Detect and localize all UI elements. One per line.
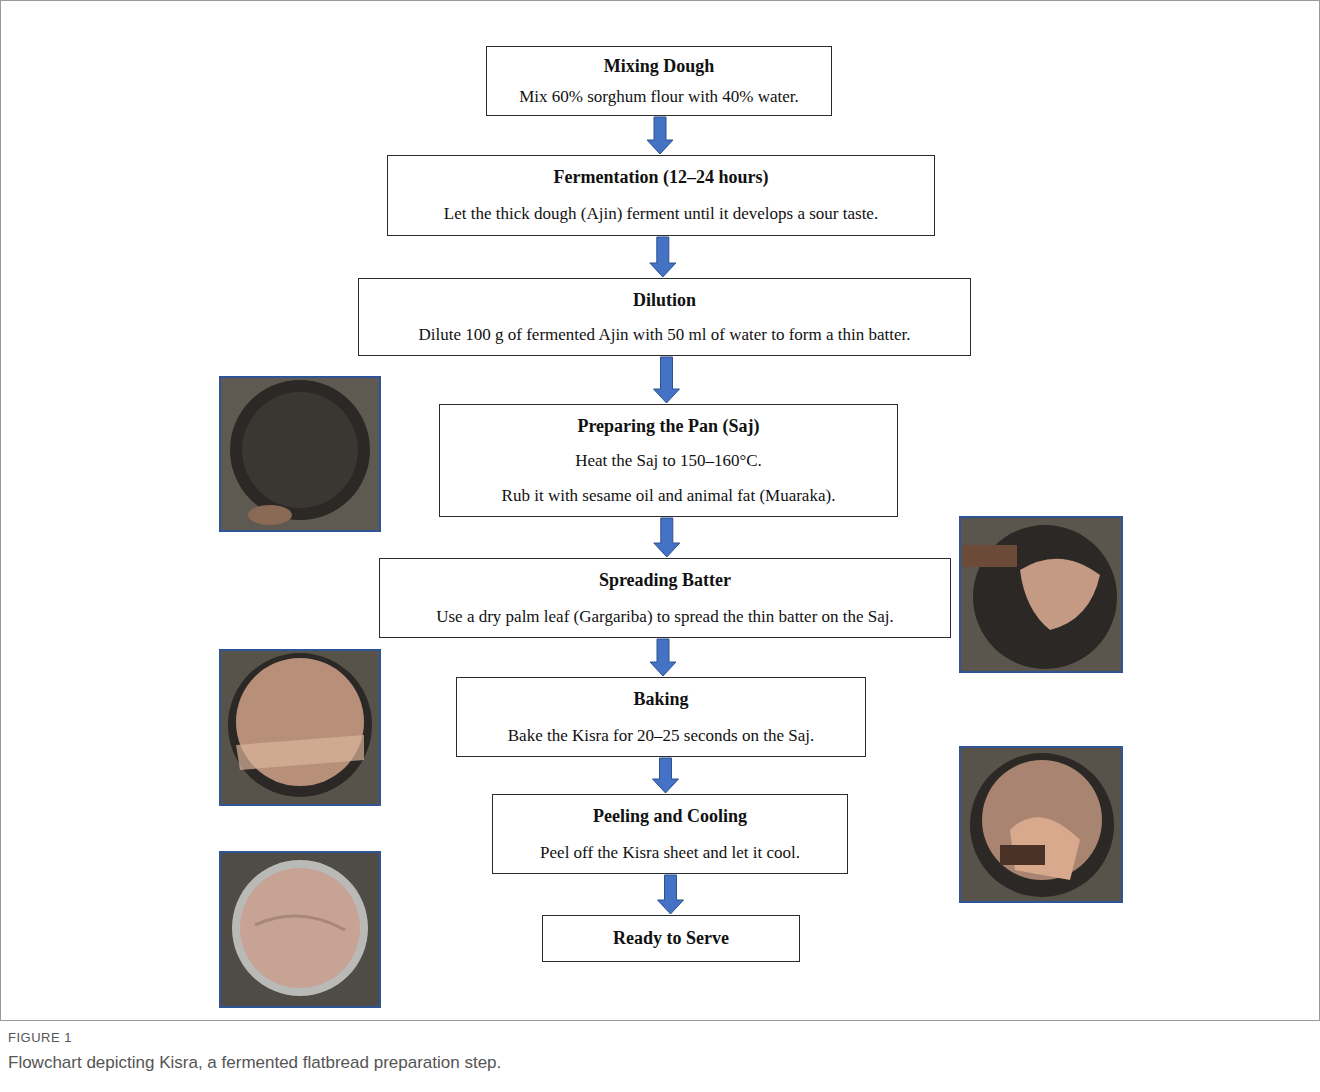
step-title: Fermentation (12–24 hours) [554,166,769,189]
flow-arrow [647,117,673,154]
flow-arrow [650,639,676,676]
step-title: Baking [633,688,688,711]
process-box: Preparing the Pan (Saj) Heat the Saj to 1… [439,404,898,517]
flow-arrow [650,237,676,277]
step-description: Bake the Kisra for 20–25 seconds on the … [508,725,814,746]
step-title: Mixing Dough [604,55,715,78]
step-description: Rub it with sesame oil and animal fat (M… [502,485,836,506]
step-description: Mix 60% sorghum flour with 40% water. [519,86,799,107]
process-box: BakingBake the Kisra for 20–25 seconds o… [456,677,866,757]
step-title: Ready to Serve [613,927,729,950]
step-description: Let the thick dough (Ajin) ferment until… [444,203,878,224]
step-description: Peel off the Kisra sheet and let it cool… [540,842,800,863]
flow-arrow [654,518,680,557]
process-box: Fermentation (12–24 hours) Let the thick … [387,155,935,236]
figure-frame [1,1,1320,1021]
figure-number: FIGURE 1 [8,1030,72,1045]
process-box: Ready to Serve [542,915,800,962]
process-box: Mixing DoughMix 60% sorghum flour with 4… [486,46,832,116]
step-title: Peeling and Cooling [593,805,747,828]
step-title: Preparing the Pan (Saj) [577,415,759,438]
peeling-photo [960,747,1122,902]
step-description: Heat the Saj to 150–160°C. [575,450,762,471]
served-photo [220,852,380,1007]
step-description: Use a dry palm leaf (Gargariba) to sprea… [436,606,894,627]
spreading-photo [960,517,1122,672]
baking-photo [220,650,380,805]
figure-caption: Flowchart depicting Kisra, a fermented f… [8,1053,501,1073]
step-title: Dilution [633,289,696,312]
flow-arrow [654,357,680,403]
flow-arrow [658,875,684,914]
process-box: Peeling and CoolingPeel off the Kisra sh… [492,794,848,874]
process-box: Spreading BatterUse a dry palm leaf (Gar… [379,558,951,638]
step-title: Spreading Batter [599,569,731,592]
process-box: DilutionDilute 100 g of fermented Ajin w… [358,278,971,356]
step-description: Dilute 100 g of fermented Ajin with 50 m… [419,324,911,345]
pan-photo [220,377,380,531]
flow-arrow [653,758,679,793]
